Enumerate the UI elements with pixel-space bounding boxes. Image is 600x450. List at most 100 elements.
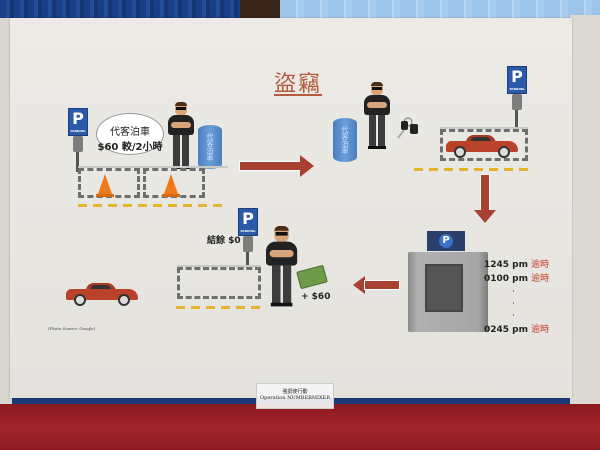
poster-board <box>10 18 572 398</box>
parking-meter-icon <box>73 136 83 152</box>
nameplate-line2: Operation NUMBERMIXER <box>260 395 330 401</box>
ellipsis-dot: · <box>512 287 515 297</box>
man-feet <box>270 302 293 307</box>
overtime-label: 逾時 <box>531 325 550 335</box>
parking-meter-icon <box>512 94 522 110</box>
sunglasses-icon <box>372 87 382 90</box>
meter-pole <box>515 110 518 128</box>
road-marking <box>78 204 226 207</box>
bubble-line2: $60 較/2小時 <box>97 142 163 153</box>
speech-bubble: 代客泊車 $60 較/2小時 <box>96 113 164 155</box>
time-value: 1245 pm <box>484 260 529 270</box>
car-window <box>471 137 491 142</box>
time-entry: 1245 pm 逾時 <box>484 257 549 270</box>
car-wheel <box>118 294 130 306</box>
red-tablecloth <box>0 404 600 450</box>
car-wheel <box>74 294 86 306</box>
red-sports-car-icon <box>66 283 138 306</box>
parking-payment-kiosk-icon <box>408 252 488 332</box>
sunglasses-icon <box>275 232 288 236</box>
valet-man-icon <box>364 82 390 150</box>
parking-slot-empty <box>177 267 261 299</box>
cone-body <box>98 174 112 194</box>
photo-credit: (Photo Source: Google) <box>48 326 96 331</box>
traffic-cone-icon <box>162 174 180 197</box>
ellipsis-dot: · <box>512 299 515 309</box>
balance-label: 結餘 $0 <box>207 236 241 246</box>
nameplate: 強調使行動 Operation NUMBERMIXER <box>256 383 334 409</box>
arrow-shaft <box>481 175 489 210</box>
man-hair <box>175 102 187 106</box>
arrow-left-icon <box>353 276 399 294</box>
overtime-label: 逾時 <box>531 260 550 270</box>
nameplate-line1: 強調使行動 <box>282 389 308 395</box>
window-blinds <box>280 0 600 22</box>
man-arms <box>171 122 191 128</box>
parking-letter: P <box>242 209 254 228</box>
time-entry: 0100 pm 逾時 <box>484 271 549 284</box>
car-wheel <box>498 146 510 158</box>
door-frame <box>240 0 280 22</box>
man-feet <box>368 146 386 149</box>
arrow-right-icon <box>240 155 314 177</box>
man-hair <box>371 82 383 86</box>
blue-curtain <box>0 0 245 22</box>
man-arms <box>367 102 387 108</box>
time-entry: 0245 pm 逾時 <box>484 322 549 335</box>
parking-caption: PARKING <box>240 229 256 233</box>
sunglasses-icon <box>176 107 186 110</box>
parking-caption: PARKING <box>70 129 86 133</box>
time-value: 0100 pm <box>484 274 529 284</box>
cone-body <box>164 174 178 194</box>
man-legs <box>272 265 292 304</box>
arrow-head <box>353 276 365 294</box>
parking-letter: P <box>72 109 84 128</box>
kiosk-screen <box>425 264 463 312</box>
parking-slot-occupied <box>440 129 528 161</box>
time-value: 0245 pm <box>484 325 529 335</box>
wall-right <box>570 15 600 410</box>
man-legs <box>369 115 385 147</box>
valet-barrel-icon: 代客泊車 <box>333 118 357 162</box>
meter-pole <box>76 152 79 172</box>
parking-meter-icon <box>243 236 253 252</box>
man-legs <box>173 135 189 167</box>
road-marking <box>176 306 262 309</box>
sidewalk-line <box>78 166 228 168</box>
car-body <box>446 141 518 152</box>
car-body <box>66 289 138 300</box>
sidewalk-line <box>440 127 528 129</box>
arrow-down-icon <box>474 175 496 223</box>
valet-man-icon <box>168 102 194 170</box>
arrow-shaft <box>365 281 399 289</box>
overtime-label: 逾時 <box>531 274 550 284</box>
traffic-cone-icon <box>96 174 114 197</box>
arrow-shaft <box>240 162 300 170</box>
car-keys-icon <box>396 116 422 139</box>
cash-label: + $60 <box>301 292 331 302</box>
poster-title: 盜竊 <box>274 72 323 97</box>
man-hair <box>274 226 289 231</box>
cone-base <box>162 194 180 197</box>
car-window <box>91 285 111 290</box>
red-sports-car-icon <box>446 135 518 158</box>
man-arms <box>269 250 294 258</box>
valet-man-icon <box>266 226 298 308</box>
wall-left <box>0 18 12 408</box>
arrow-head <box>300 155 314 177</box>
meter-pole <box>246 252 249 268</box>
ellipsis-dot: · <box>512 311 515 321</box>
arrow-head <box>474 210 496 223</box>
kiosk-sign: P <box>427 231 465 251</box>
road-marking <box>414 168 530 171</box>
bubble-line1: 代客泊車 <box>110 127 150 138</box>
parking-caption: PARKING <box>509 87 525 91</box>
valet-barrel-icon: 代客泊車 <box>198 125 222 169</box>
cone-base <box>96 194 114 197</box>
